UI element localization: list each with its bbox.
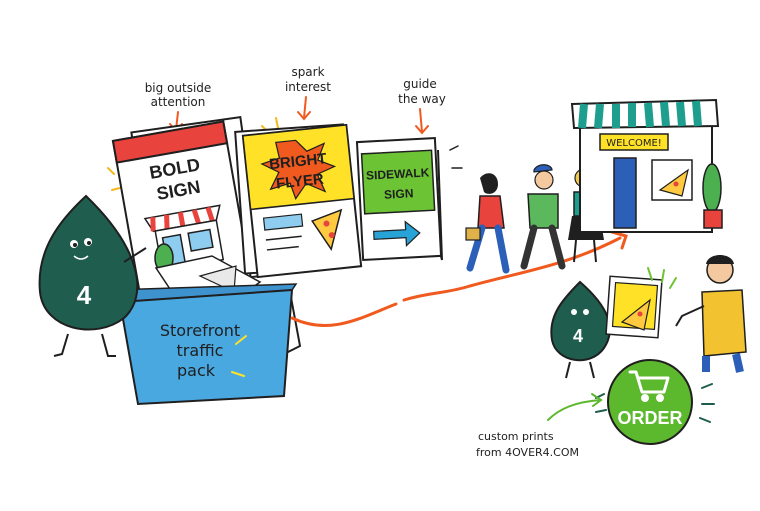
pizza-slice-icon [620, 298, 651, 331]
pizza-slice-icon [311, 208, 343, 252]
shopping-cart-icon [628, 370, 670, 402]
mascot-left: 4 [38, 194, 147, 357]
annotation-interest-line2: interest [285, 80, 331, 94]
customer [675, 255, 747, 373]
plant-icon [702, 163, 723, 229]
bright-flyer-line2: FLYER [275, 171, 324, 193]
footer-line2: from 4OVER4.COM [476, 446, 579, 459]
store-door [613, 157, 637, 229]
bold-sign: BOLD SIGN [111, 115, 264, 300]
storefront-traffic-box: Storefront traffic pack [56, 255, 302, 406]
customer-path [290, 236, 622, 328]
arrow-down-icon [415, 108, 429, 135]
box-label-line2: traffic [177, 341, 224, 360]
arrow-right-icon [373, 220, 421, 248]
arrow-icon [547, 393, 603, 421]
flyer-card [605, 275, 663, 339]
order-button-label: ORDER [617, 408, 682, 428]
walker-1 [465, 173, 510, 274]
box-label-line1: Storefront [160, 321, 240, 340]
annotation-interest: spark interest [285, 65, 331, 121]
bright-flyer-line1: BRIGHT [268, 150, 327, 173]
annotation-guide: guide the way [398, 77, 446, 135]
footer-line1: custom prints [478, 430, 554, 443]
annotation-interest-line1: spark [291, 65, 324, 79]
mascot-right: 4 [550, 280, 611, 379]
order-button[interactable]: ORDER [607, 359, 693, 445]
sparkle-icon [595, 383, 715, 423]
mascot-left-number: 4 [77, 280, 92, 310]
sidewalk-sign: SIDEWALK SIGN [355, 136, 443, 262]
storefront: WELCOME! [570, 98, 720, 233]
walker-2 [520, 164, 566, 270]
arrow-down-icon [297, 96, 311, 121]
mascot-right-number: 4 [573, 326, 583, 346]
sidewalk-sign-line2: SIGN [384, 186, 414, 202]
annotation-attention-line1: big outside [145, 81, 212, 95]
bright-flyer: BRIGHT FLYER [234, 123, 363, 279]
store-welcome-sign: WELCOME! [606, 138, 662, 149]
arrow-head-icon [610, 230, 628, 250]
annotation-guide-line2: the way [398, 92, 446, 106]
footer-note: custom prints from 4OVER4.COM [476, 393, 603, 459]
sidewalk-sign-line1: SIDEWALK [366, 165, 430, 182]
pizza-slice-icon [658, 168, 689, 197]
annotation-guide-line1: guide [403, 77, 437, 91]
box-label-line3: pack [177, 361, 216, 380]
sparkle-icon [647, 267, 677, 289]
annotation-attention-line2: attention [151, 95, 206, 109]
